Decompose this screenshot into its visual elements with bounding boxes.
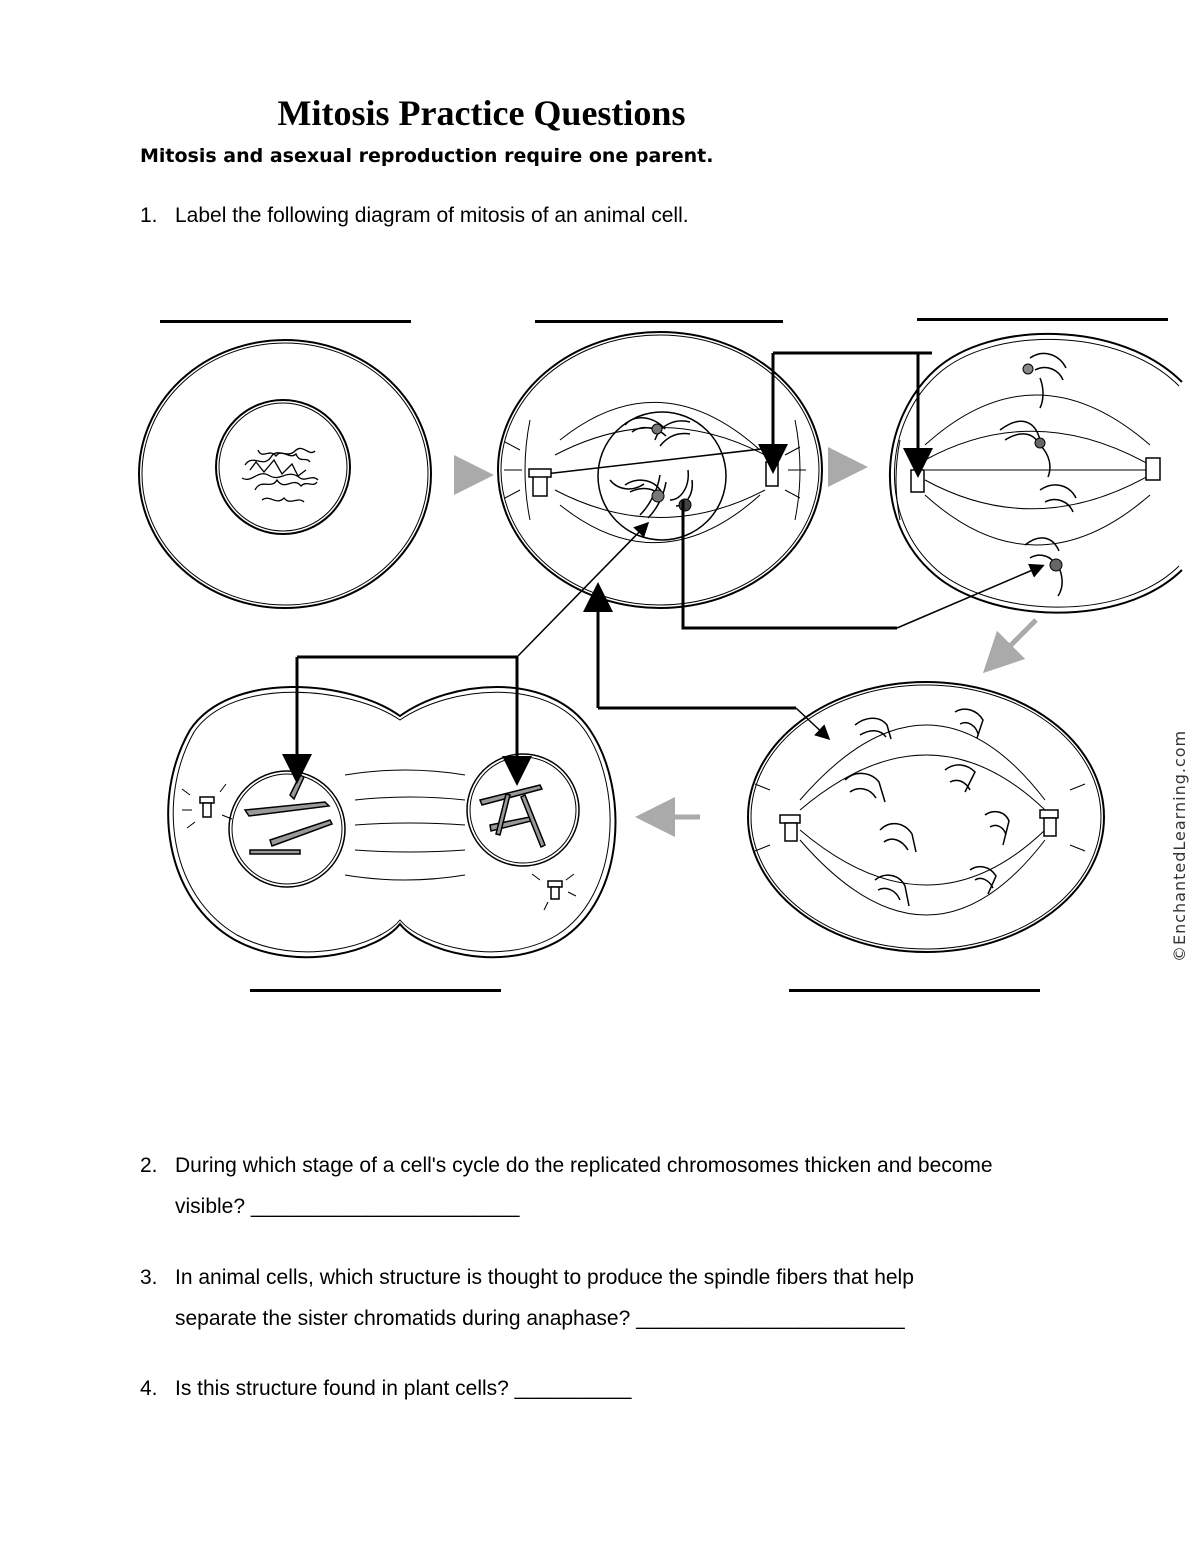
- answer-line-prophase[interactable]: [535, 320, 783, 323]
- interphase-cell: [138, 339, 432, 609]
- spindle-fibers: [504, 402, 806, 543]
- subtitle: Mitosis and asexual reproduction require…: [140, 145, 714, 167]
- question-text: Label the following diagram of mitosis o…: [175, 204, 689, 227]
- question-number: 4.: [140, 1377, 158, 1400]
- metaphase-cell: [888, 333, 1183, 614]
- question-text: During which stage of a cell's cycle do …: [175, 1154, 993, 1177]
- metaphase-chromosomes: [999, 352, 1077, 597]
- telophase-cell: [167, 686, 617, 959]
- answer-line-telophase[interactable]: [250, 989, 501, 992]
- telophase-chromosomes: [243, 773, 546, 855]
- question-number: 1.: [140, 204, 158, 227]
- question-text-continued: visible? _______________________: [175, 1195, 520, 1218]
- question-number: 3.: [140, 1266, 158, 1289]
- pointer-lines: [282, 351, 1045, 786]
- answer-line-anaphase[interactable]: [789, 989, 1040, 992]
- anaphase-spindle: [754, 724, 1086, 916]
- stage-arrows: [454, 447, 1038, 837]
- anaphase-chromosomes: [844, 708, 1010, 907]
- page-title: Mitosis Practice Questions: [277, 93, 686, 133]
- watermark: ©EnchantedLearning.com: [1170, 729, 1189, 962]
- chromatin: [241, 447, 319, 503]
- question-text: In animal cells, which structure is thou…: [175, 1266, 914, 1289]
- question-number: 2.: [140, 1154, 158, 1177]
- telophase-fibers: [344, 769, 466, 881]
- answer-line-metaphase[interactable]: [917, 318, 1168, 321]
- prophase-cell: [497, 331, 823, 609]
- question-text-continued: separate the sister chromatids during an…: [175, 1307, 905, 1330]
- anaphase-cell: [747, 681, 1105, 953]
- answer-line-interphase[interactable]: [160, 320, 411, 323]
- question-text: Is this structure found in plant cells? …: [175, 1377, 632, 1400]
- metaphase-spindle: [895, 394, 1151, 546]
